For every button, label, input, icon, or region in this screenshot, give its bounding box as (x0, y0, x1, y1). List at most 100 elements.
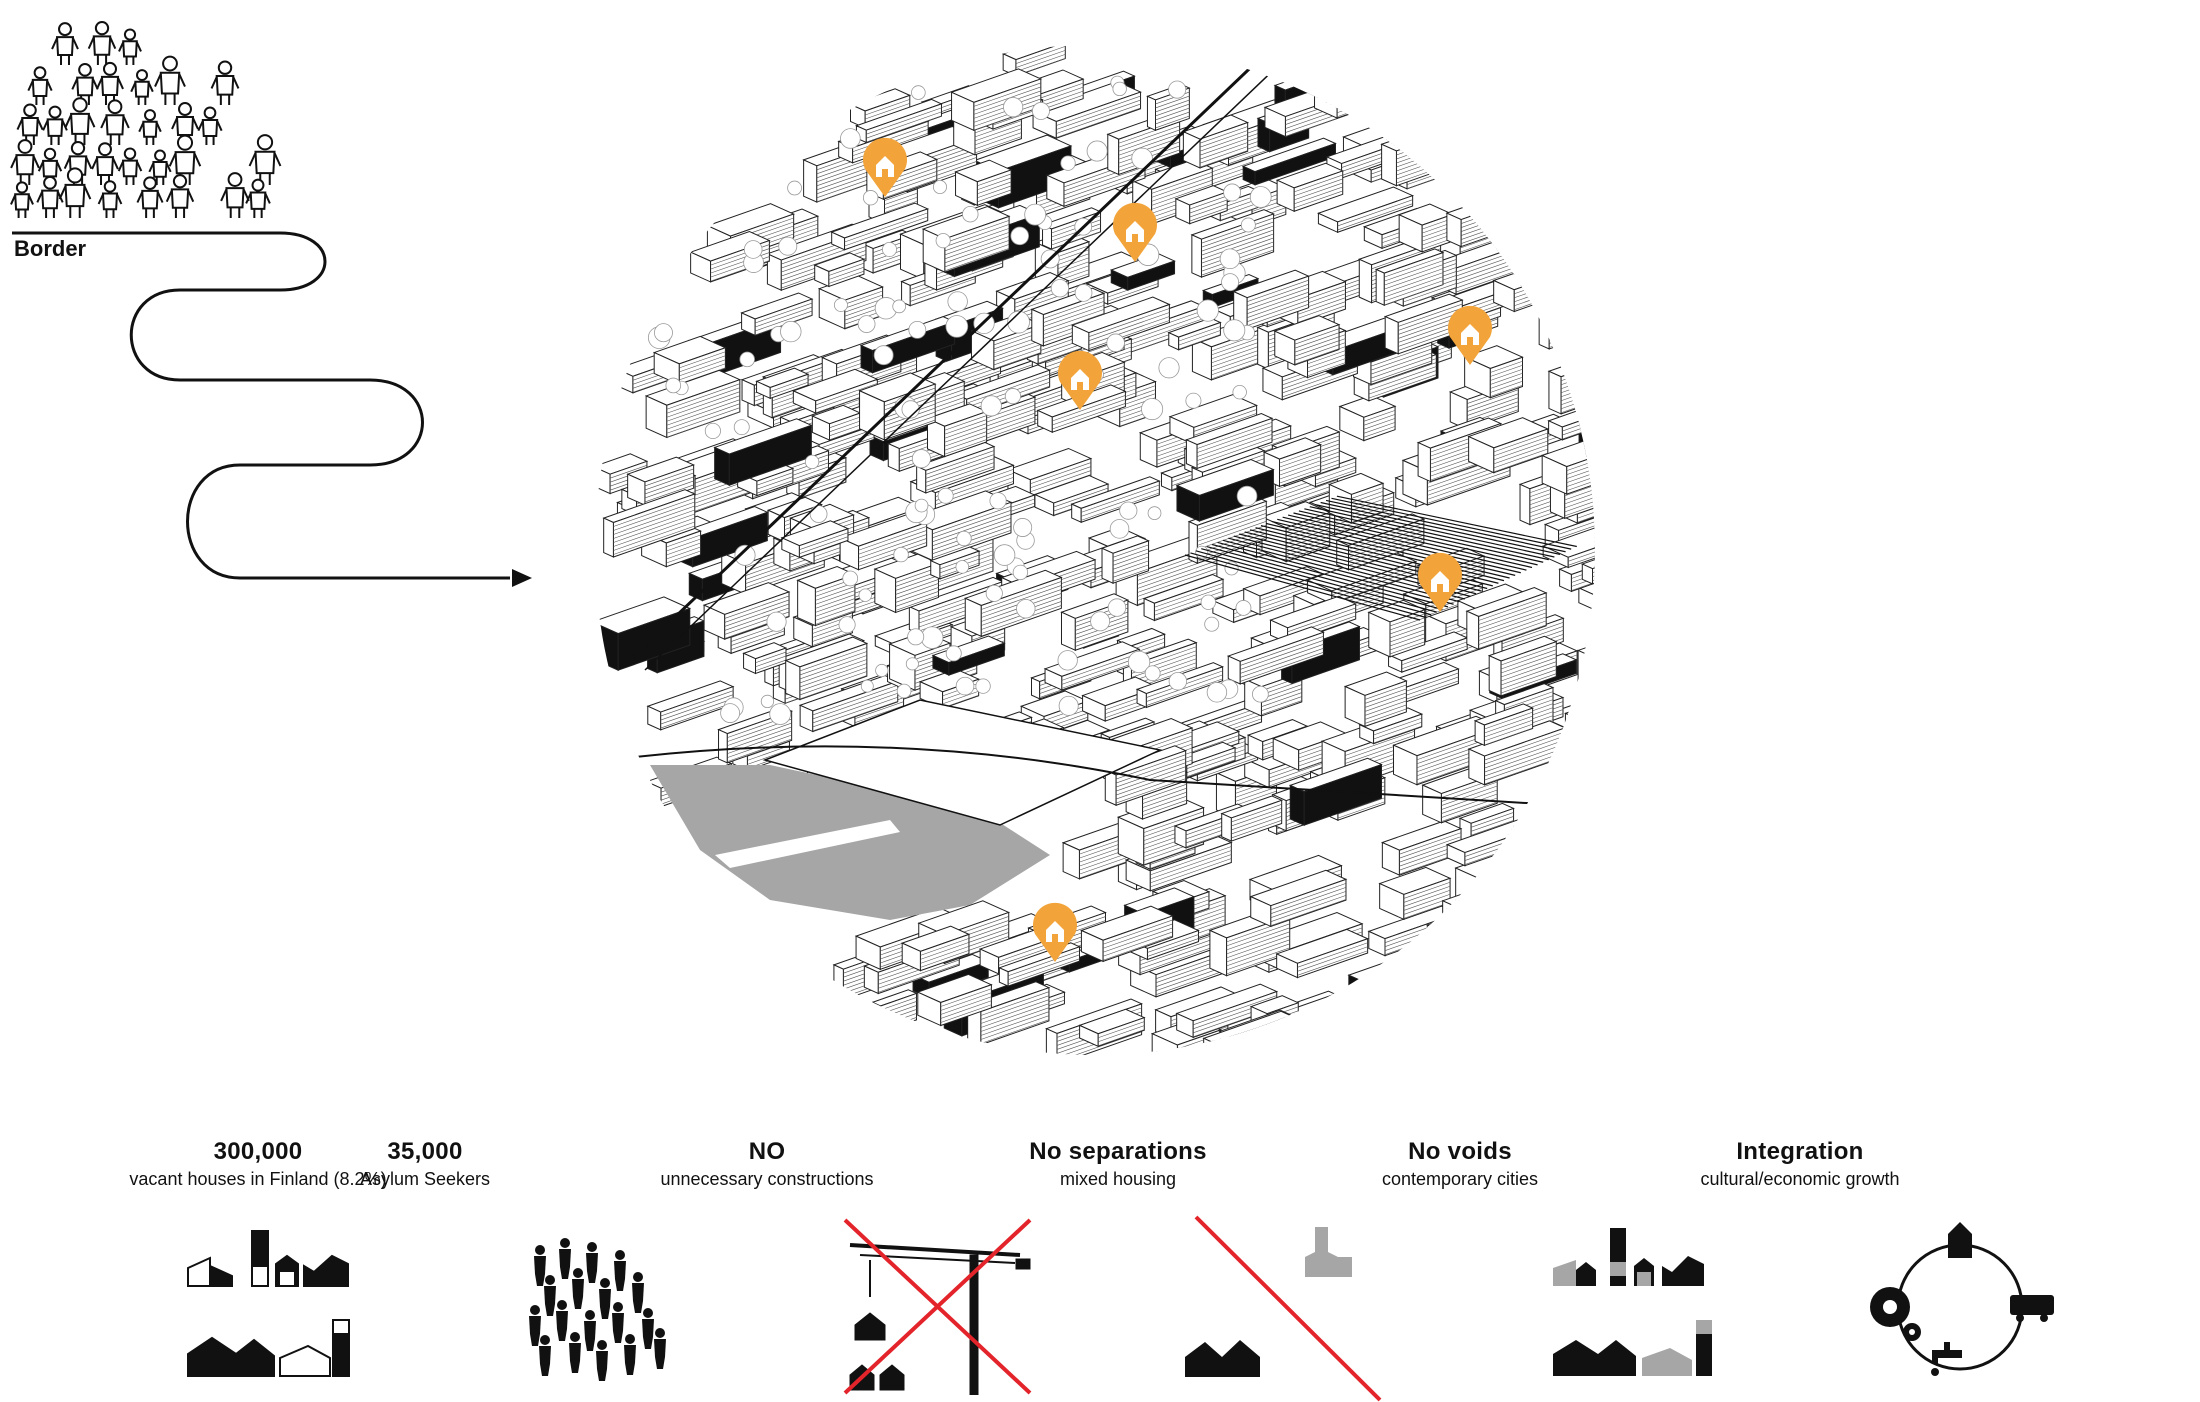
tree (956, 530, 972, 547)
city-map (595, 45, 1595, 1055)
person-figure (70, 140, 86, 156)
tree (914, 498, 929, 513)
tree (980, 395, 1002, 417)
building-block (1185, 413, 1274, 470)
tree (1235, 600, 1252, 616)
tree (893, 546, 909, 563)
person-figure (251, 178, 265, 192)
building-block (1467, 720, 1567, 786)
crossed-crane-icon (843, 1218, 1032, 1395)
building-block (702, 582, 791, 640)
person-silhouette (585, 1310, 595, 1320)
tree (911, 85, 926, 100)
tree (862, 190, 879, 206)
person-figure (103, 180, 117, 193)
bus-icon (2010, 1295, 2054, 1322)
person-figure (227, 172, 243, 187)
building-block (755, 367, 810, 400)
building-block (1358, 707, 1424, 745)
tree (875, 663, 889, 677)
person-figure (107, 99, 123, 115)
person-figure (33, 66, 47, 80)
tree (985, 584, 1003, 602)
crowd-illustration (10, 20, 282, 218)
tree (838, 616, 856, 634)
building-block (1182, 114, 1250, 169)
tree (1200, 594, 1216, 610)
house-pin-icon (1448, 305, 1492, 365)
tree (1106, 333, 1125, 353)
building-block (1397, 203, 1455, 253)
separated-housing-icon (1185, 1215, 1382, 1402)
tree (1012, 564, 1029, 581)
person-silhouette (560, 1238, 570, 1248)
tree (873, 345, 894, 366)
building-block (1220, 795, 1284, 842)
tree (1074, 284, 1093, 302)
building-block (1387, 631, 1469, 673)
building-block (1142, 574, 1225, 622)
vacant-houses-icon (187, 1230, 350, 1377)
building-block (1473, 703, 1534, 747)
tree (945, 645, 962, 662)
person-figure (43, 147, 57, 161)
tree (739, 351, 755, 368)
building-block (859, 316, 956, 374)
tree (743, 240, 763, 259)
tree (1050, 279, 1070, 298)
building-block (1070, 476, 1161, 524)
fact-headline: 35,000 (387, 1138, 463, 1165)
tree (1168, 672, 1188, 691)
person-silhouette (540, 1335, 550, 1345)
building-block (916, 973, 993, 1027)
person-silhouette (570, 1332, 580, 1342)
person-figure (15, 181, 29, 194)
person-figure (102, 61, 118, 76)
tree (1057, 650, 1078, 671)
crowd-icon (529, 1238, 666, 1381)
house-pin-icon (1058, 350, 1102, 410)
tree (947, 291, 968, 312)
person-silhouette (597, 1340, 607, 1350)
tree (1119, 501, 1138, 520)
tree (787, 180, 802, 196)
building-block (811, 404, 862, 441)
person-figure (162, 55, 178, 72)
fact-headline: 300,000 (213, 1138, 303, 1165)
person-figure (256, 134, 274, 151)
tree (1024, 203, 1047, 226)
person-figure (94, 20, 110, 36)
building-block (791, 368, 879, 414)
building-block (926, 403, 989, 458)
tree (975, 678, 991, 694)
tree (733, 419, 750, 436)
building-block (954, 159, 1013, 207)
tree (1223, 183, 1242, 202)
building-block (830, 202, 930, 251)
house-icon (1948, 1222, 1972, 1258)
filled-city-icon (1553, 1228, 1712, 1376)
tree (1107, 598, 1127, 617)
person-figure (154, 149, 166, 162)
building-block (1249, 869, 1348, 928)
house-pin-icon (863, 137, 907, 197)
tree (1147, 506, 1162, 521)
building-block (742, 642, 788, 675)
tree (1131, 147, 1153, 170)
house-pin-icon (1113, 202, 1157, 262)
winding-route (129, 231, 510, 580)
tree (842, 570, 859, 587)
tree (1032, 102, 1050, 120)
tree (911, 449, 931, 469)
person-silhouette (643, 1308, 653, 1318)
building-block (1487, 635, 1558, 697)
fact-subtitle: unnecessary constructions (660, 1169, 874, 1189)
tree (993, 544, 1016, 566)
building-block (602, 489, 697, 558)
tree (1232, 384, 1247, 400)
tree (896, 683, 912, 699)
tree (804, 454, 820, 470)
tree (1141, 398, 1164, 421)
fact-subtitle: mixed housing (1059, 1169, 1177, 1189)
